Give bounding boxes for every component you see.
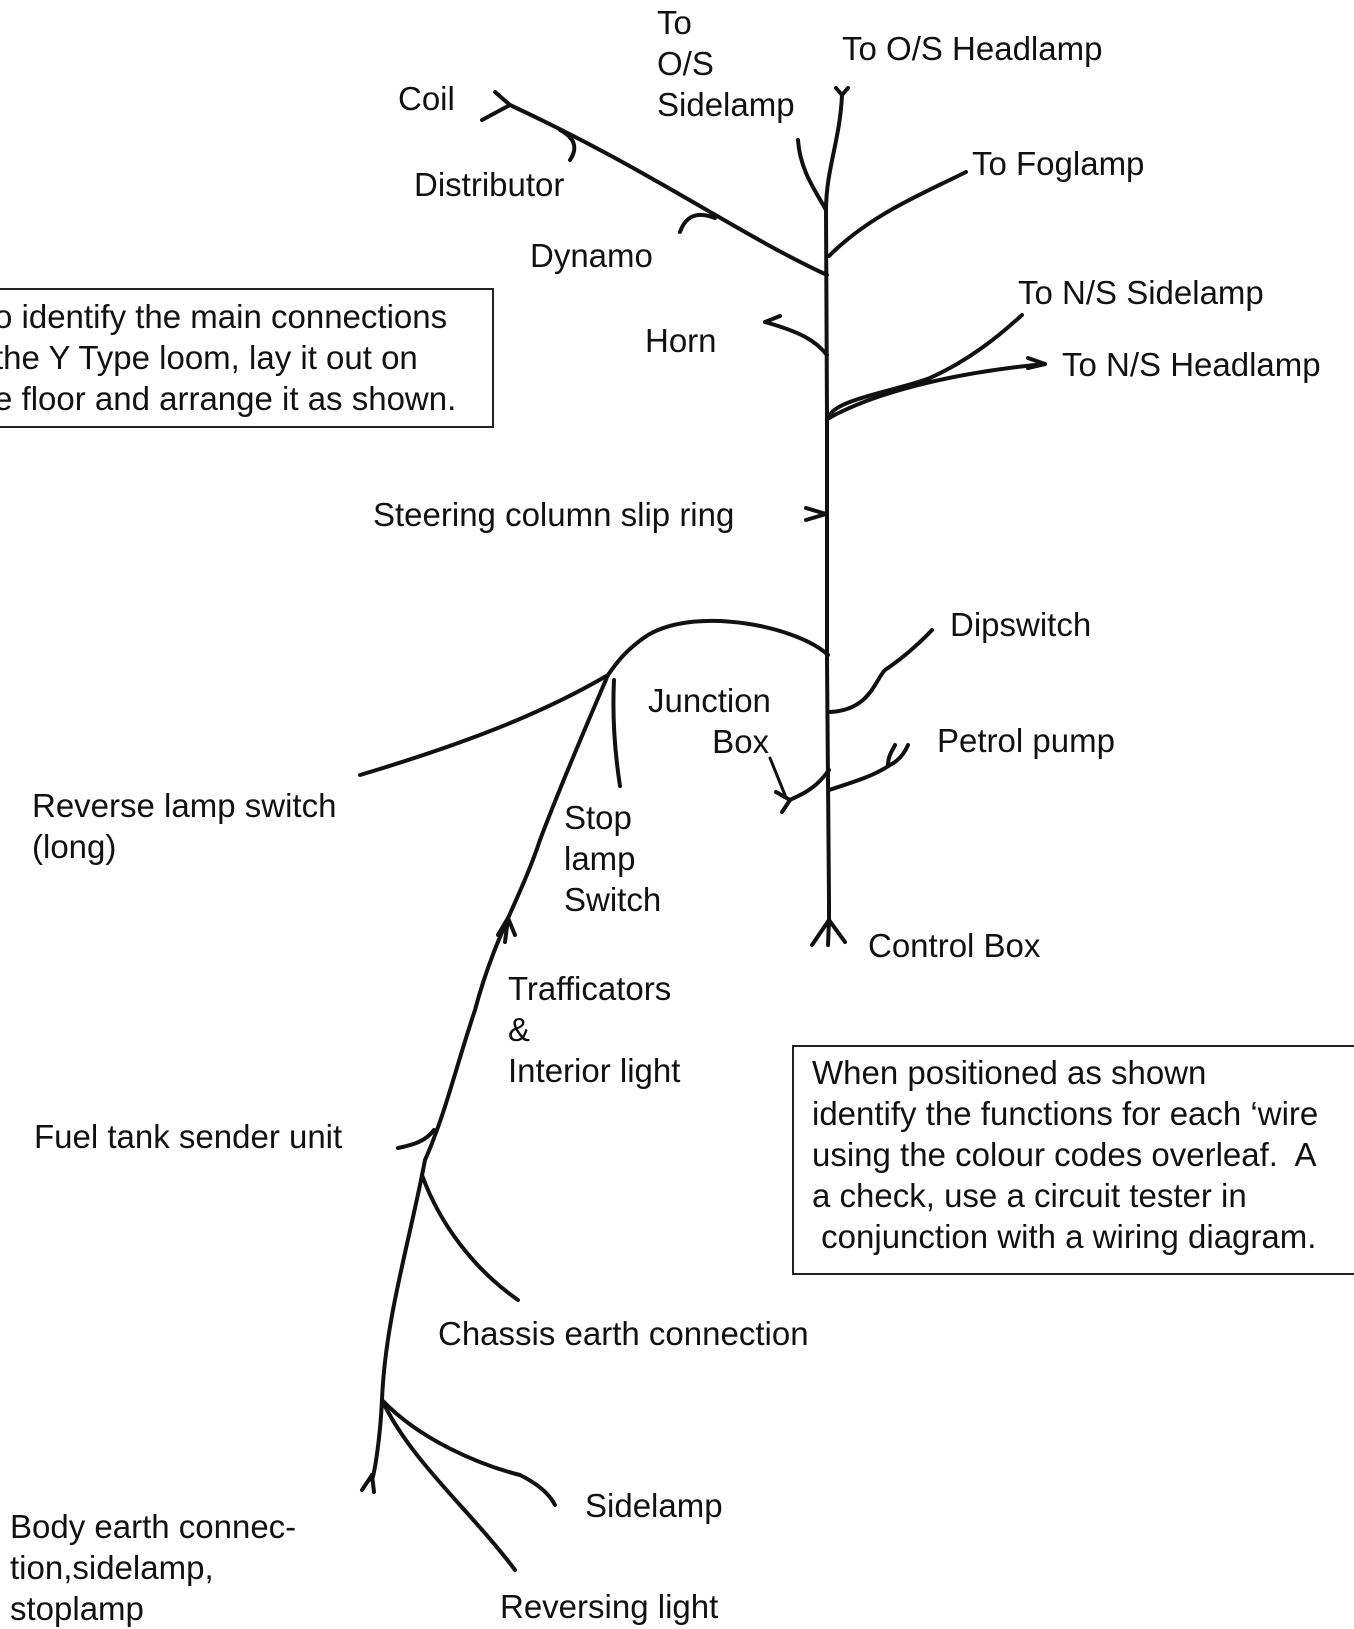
label-steering-column-slip-ring: Steering column slip ring <box>373 496 735 533</box>
connector-os-headlamp <box>834 86 850 97</box>
wire-fuel-tank-sender <box>396 1128 436 1150</box>
instruction-text-top: o identify the main connections the Y Ty… <box>0 298 457 417</box>
label-chassis-earth-connection: Chassis earth connection <box>438 1315 809 1352</box>
wire-arch <box>606 618 830 677</box>
label-to-foglamp: To Foglamp <box>972 145 1145 182</box>
wire-junction-box <box>788 768 831 802</box>
wire-reversing-light <box>380 1398 517 1572</box>
label-to-ns-headlamp: To N/S Headlamp <box>1062 346 1321 383</box>
wire-petrol-pump <box>827 743 910 792</box>
wire-chassis-earth <box>420 1173 520 1302</box>
label-distributor: Distributor <box>414 166 565 203</box>
wire-os-headlamp <box>824 93 844 212</box>
connector-dynamo <box>678 212 717 234</box>
pointer-junction-box <box>768 756 787 797</box>
label-body-earth: Body earth connec- tion,sidelamp, stopla… <box>10 1508 297 1627</box>
connector-trafficators <box>496 916 517 944</box>
instruction-text-bottom: When positioned as shown identify the fu… <box>812 1054 1319 1255</box>
loom-main-trunk <box>824 208 831 927</box>
label-coil: Coil <box>398 80 455 117</box>
label-to-os-sidelamp: To O/S Sidelamp <box>657 4 795 123</box>
wire-reverse-lamp-switch <box>358 673 610 777</box>
connector-slip-ring <box>804 506 828 522</box>
connector-body-earth <box>360 1473 376 1494</box>
connector-distributor <box>558 128 577 162</box>
connector-ns-headlamp <box>1026 356 1047 370</box>
wire-lower-harness <box>370 673 610 1482</box>
label-dynamo: Dynamo <box>530 237 653 274</box>
label-reverse-lamp-switch: Reverse lamp switch (long) <box>32 787 337 865</box>
instruction-box-top <box>0 288 494 428</box>
wire-ns-sidelamp <box>827 313 1024 420</box>
wire-foglamp <box>827 170 968 258</box>
wire-sidelamp <box>380 1398 557 1507</box>
connector-horn <box>763 314 782 324</box>
wire-horn <box>763 320 829 357</box>
label-reversing-light: Reversing light <box>500 1588 719 1625</box>
wire-stop-lamp-switch <box>611 678 622 788</box>
wire-ns-headlamp <box>827 362 1047 420</box>
label-petrol-pump: Petrol pump <box>937 722 1115 759</box>
label-trafficators-interior-light: Trafficators & Interior light <box>508 970 681 1089</box>
connector-junction-box <box>774 790 792 814</box>
label-dipswitch: Dipswitch <box>950 606 1092 643</box>
wire-os-sidelamp <box>796 138 828 212</box>
label-control-box: Control Box <box>868 927 1041 964</box>
connector-coil <box>480 90 512 122</box>
label-fuel-tank-sender-unit: Fuel tank sender unit <box>34 1118 343 1155</box>
label-horn: Horn <box>645 322 717 359</box>
label-sidelamp: Sidelamp <box>585 1487 723 1524</box>
label-to-ns-sidelamp: To N/S Sidelamp <box>1018 274 1264 311</box>
instruction-box-bottom <box>792 1045 1354 1275</box>
label-to-os-headlamp: To O/S Headlamp <box>842 30 1103 67</box>
wire-dipswitch <box>828 628 934 714</box>
connector-control-box <box>810 918 847 947</box>
label-junction-box: Junction Box <box>648 682 771 760</box>
label-stop-lamp-switch: Stop lamp Switch <box>564 799 662 918</box>
connector-petrol-pump <box>886 743 897 767</box>
